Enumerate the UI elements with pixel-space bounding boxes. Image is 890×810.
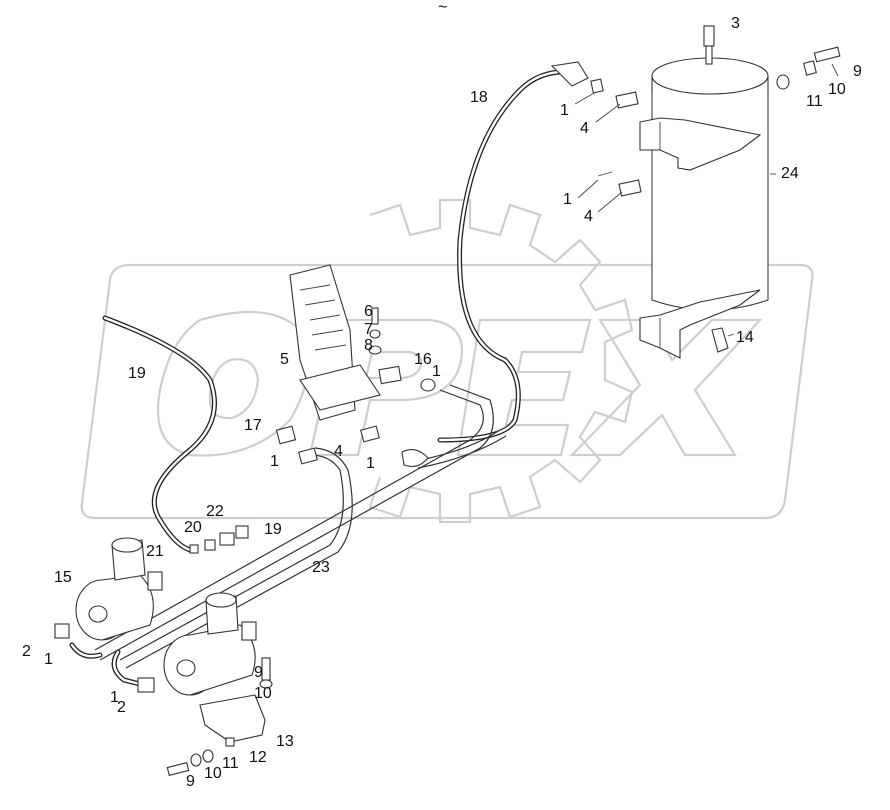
callout-1-left-valve: 1: [270, 453, 279, 470]
watermark-logo: [80, 198, 814, 524]
leader-lines: [574, 63, 839, 337]
callout-16: 16: [414, 351, 432, 368]
pipes-23: [94, 384, 507, 669]
callout-24: 24: [781, 165, 799, 182]
callout-22: 22: [206, 503, 224, 520]
callout-20: 20: [184, 519, 202, 536]
callout-10-bottom: 10: [204, 765, 222, 782]
callout-8: 8: [364, 337, 373, 354]
mounting-bracket: [166, 657, 273, 776]
callout-2-left: 2: [22, 643, 31, 660]
callout-4-tank-mid: 4: [584, 208, 593, 225]
brake-chamber-lower: [163, 592, 257, 696]
top-mark: ~: [438, 0, 447, 16]
callout-9-bottom: 9: [186, 773, 195, 790]
callout-9-top: 9: [853, 63, 862, 80]
callout-11-top: 11: [806, 93, 823, 110]
lower-left-fittings: [54, 623, 155, 693]
callout-2-lower: 2: [117, 699, 126, 716]
callout-7: 7: [364, 321, 373, 338]
inline-fittings-20-22: [189, 525, 249, 554]
callout-19-left: 19: [128, 365, 146, 382]
callout-1-left: 1: [44, 651, 53, 668]
callout-18: 18: [470, 89, 488, 106]
callout-14: 14: [736, 329, 754, 346]
callout-1-pipe: 1: [366, 455, 375, 472]
callout-12: 12: [249, 749, 267, 766]
callout-10-top: 10: [828, 81, 846, 98]
callout-15: 15: [54, 569, 72, 586]
hose-18: [437, 61, 589, 443]
callout-1-tank-top: 1: [560, 102, 569, 119]
callout-5: 5: [280, 351, 289, 368]
callout-13: 13: [276, 733, 294, 750]
callout-3: 3: [731, 15, 740, 32]
callout-6: 6: [364, 303, 373, 320]
callout-9-mid: 9: [254, 664, 263, 681]
callout-labels: 3 9 10 11 18 1 4 24 1 4 14 6 7 8 5 16 1 …: [22, 15, 862, 790]
hose-19-left: [102, 315, 217, 553]
callout-17: 17: [244, 417, 262, 434]
callout-1-lower: 1: [110, 689, 119, 706]
tank-fittings: [590, 46, 841, 197]
callout-23: 23: [312, 559, 330, 576]
callout-1-tank-mid: 1: [563, 191, 572, 208]
callout-19-right: 19: [264, 521, 282, 538]
brake-chamber-upper: [75, 537, 163, 641]
callout-10-mid: 10: [254, 685, 272, 702]
callout-11-bottom: 11: [222, 755, 239, 772]
callout-1-valve: 1: [432, 363, 441, 380]
callout-4-valve: 4: [334, 443, 343, 460]
callout-21: 21: [146, 543, 164, 560]
brake-pedal-assembly: [275, 264, 436, 467]
callout-4-tank-top: 4: [580, 120, 589, 137]
air-receiver-tank: [639, 25, 769, 359]
